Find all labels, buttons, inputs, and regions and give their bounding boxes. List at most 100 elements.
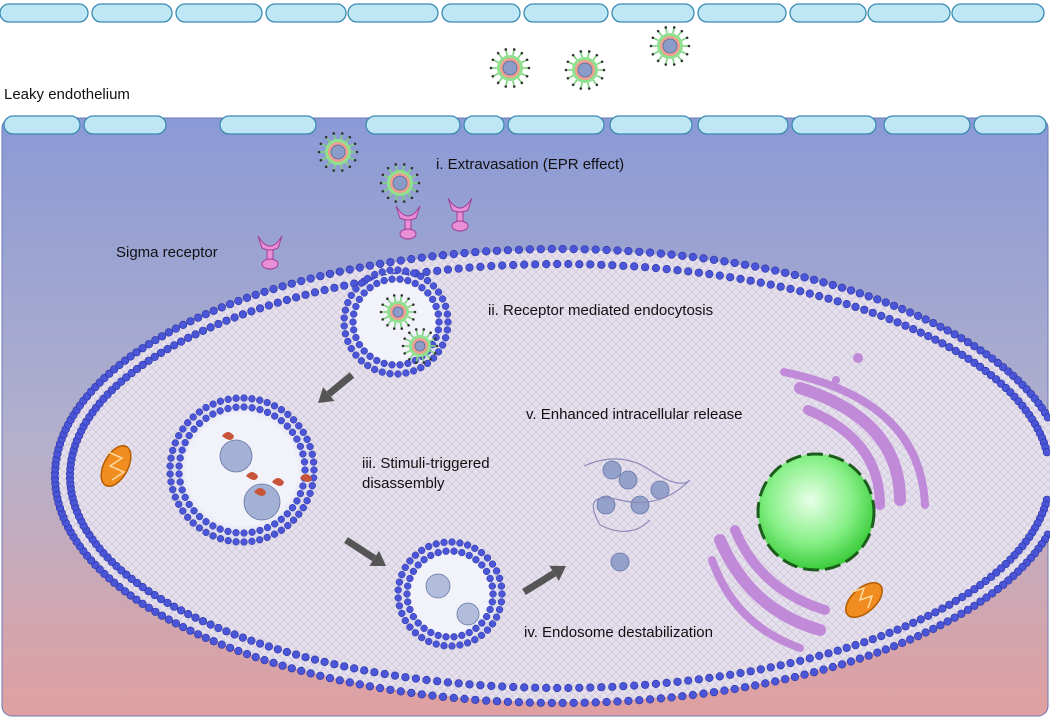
lipid-head [206, 323, 215, 332]
lipid-head [380, 669, 389, 679]
lipid-head [656, 694, 666, 703]
lipid-head [531, 260, 540, 269]
nanoparticle-icon [649, 26, 691, 66]
process-arrows [318, 372, 566, 595]
lipid-head [673, 677, 682, 686]
lipid-head [662, 265, 671, 274]
lipid-head [970, 342, 979, 351]
lipid-head [982, 593, 991, 602]
lipid-head [881, 645, 890, 654]
lipid-head [855, 654, 865, 663]
endothelial-cell [609, 115, 693, 135]
lipid-head [365, 261, 375, 270]
lipid-head [958, 350, 967, 360]
extravasation-label: i. Extravasation (EPR effect) [436, 156, 625, 173]
lipid-head [194, 630, 203, 639]
lipid-head [449, 693, 458, 703]
lipid-head [553, 683, 562, 693]
lipid-head [873, 648, 882, 657]
lipid-head [761, 679, 770, 688]
lipid-head [993, 358, 1002, 368]
lipid-head [454, 264, 463, 273]
lipid-head [110, 365, 119, 374]
lipid-head [247, 636, 256, 645]
lipid-head [602, 245, 611, 255]
lipid-head [179, 622, 188, 632]
lipid-head [705, 673, 714, 683]
lipid-head [514, 245, 524, 254]
lipid-head [846, 286, 856, 295]
lipid-head [901, 622, 910, 631]
lipid-head [613, 697, 622, 706]
lipid-head [635, 247, 644, 256]
lipid-head [1043, 413, 1050, 422]
process-arrow [522, 565, 566, 595]
lipid-head [776, 661, 785, 670]
endothelial-cell [441, 3, 521, 23]
lipid-head [786, 284, 795, 294]
lipid-head [569, 698, 578, 708]
lipid-head [503, 697, 513, 706]
lipid-head [613, 246, 622, 255]
lipid-head [667, 693, 676, 702]
lipid-head [355, 263, 364, 272]
polymer-blob [602, 460, 622, 480]
lipid-head [756, 278, 765, 287]
lipid-head [736, 668, 745, 678]
lipid-head [662, 678, 671, 688]
lipid-head [287, 279, 296, 288]
lipid-head [730, 684, 739, 694]
lipid-head [736, 274, 745, 284]
lipid-head [471, 248, 480, 257]
polymer-blob [456, 602, 480, 626]
lipid-head [746, 276, 755, 285]
lipid-head [292, 293, 301, 302]
lipid-head [851, 302, 860, 312]
lipid-head [860, 305, 869, 314]
lipid-head [345, 678, 354, 687]
lipid-head [350, 664, 359, 673]
lipid-head [860, 638, 869, 647]
lipid-head [776, 282, 785, 291]
lipid-head [751, 681, 760, 690]
lipid-head [909, 325, 918, 334]
lipid-head [608, 261, 617, 270]
lipid-head [476, 681, 485, 690]
lipid-head [191, 613, 200, 622]
lipid-head [809, 275, 819, 284]
lipid-head [465, 680, 474, 689]
lipid-head [943, 326, 952, 335]
lipid-head [913, 311, 923, 321]
lipid-head [126, 352, 135, 361]
lipid-head [950, 330, 959, 339]
lipid-head [943, 617, 952, 626]
lipid-head [144, 356, 153, 365]
lipid-head [438, 251, 448, 260]
lipid-head [988, 354, 997, 363]
lipid-head [805, 654, 814, 663]
lipid-head [726, 670, 735, 679]
lipid-head [264, 642, 274, 651]
lipid-head [929, 319, 938, 328]
endothelial-cell [91, 3, 173, 23]
lipid-head [851, 640, 860, 650]
lipid-head [547, 244, 556, 254]
lipid-head [151, 336, 160, 345]
lipid-head [901, 321, 910, 330]
lipid-head [945, 600, 954, 609]
lipid-head [355, 680, 364, 689]
lipid-head [564, 259, 573, 269]
lipid-head [751, 262, 760, 271]
lipid-head [640, 680, 650, 689]
leaky-endothelium-label: Leaky endothelium [4, 86, 130, 103]
lipid-head [422, 267, 431, 277]
lipid-head [170, 602, 179, 611]
lipid-head [824, 294, 833, 303]
lipid-head [335, 676, 344, 685]
lipid-head [376, 259, 385, 269]
lipid-head [460, 694, 469, 704]
lipid-head [542, 683, 551, 693]
polymer-blob [219, 439, 253, 473]
lipid-head [184, 333, 193, 343]
lipid-head [170, 341, 179, 350]
